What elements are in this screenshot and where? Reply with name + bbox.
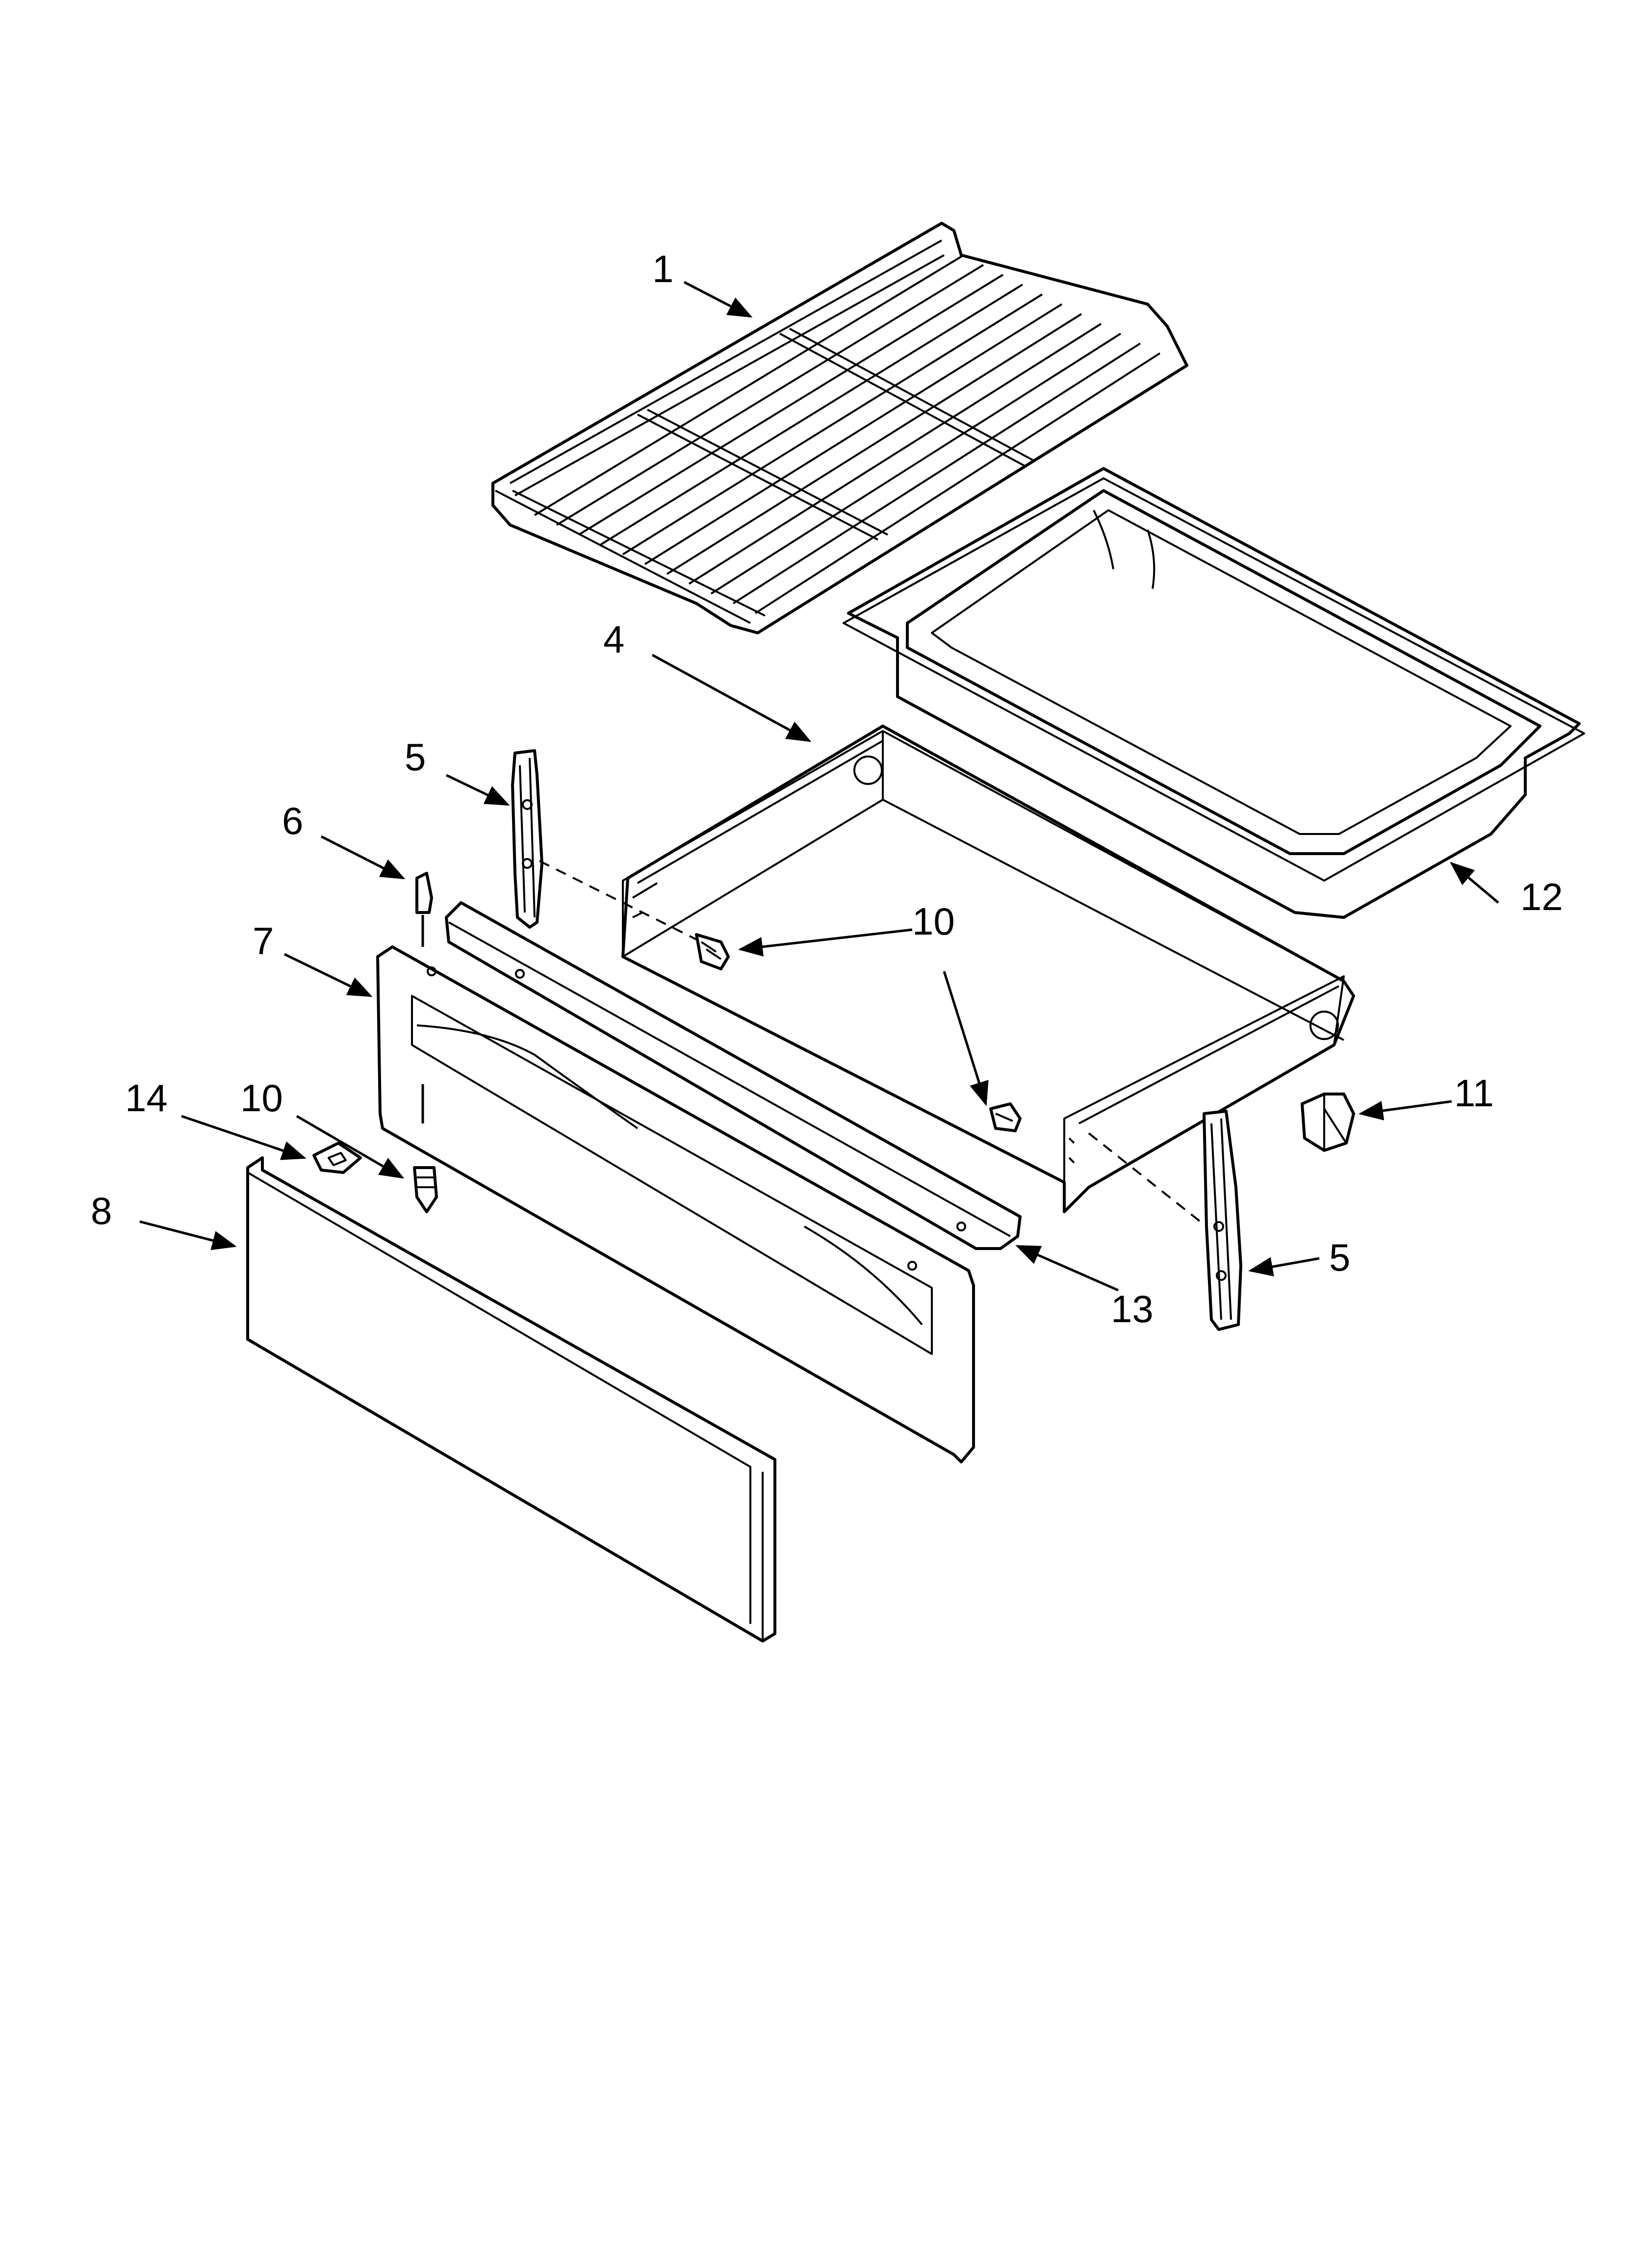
screw-middle [989,1102,1022,1132]
stop-bracket [1301,1093,1355,1152]
screw-lower [413,1084,438,1213]
drawer-panel [246,1156,776,1642]
callout-6: 6 [282,799,303,842]
rack-wires [495,254,1161,624]
broiler-pan [843,467,1585,919]
callout-11: 11 [1454,1071,1494,1115]
drawer-front [376,945,975,1463]
clip [415,872,433,947]
callout-10-lower: 10 [240,1076,283,1120]
drawer-slide-left [511,749,543,929]
callout-7: 7 [253,919,274,963]
drawer-body [621,725,1355,1213]
callout-1: 1 [652,247,673,290]
oven-rack [491,222,1188,634]
callout-13: 13 [1111,1287,1154,1330]
leader-lines [139,281,1499,1292]
callout-10-upper: 10 [912,900,955,943]
callout-12: 12 [1520,875,1563,918]
alignment-line-left [539,860,721,953]
spacer-clip [312,1142,362,1174]
callout-5-right: 5 [1329,1236,1350,1279]
alignment-line-right [1088,1132,1207,1227]
handle-trim [445,901,1022,1250]
callout-5-left: 5 [405,735,426,779]
screw-upper [695,933,730,970]
callout-8: 8 [91,1189,112,1232]
drawer-slide-right [1203,1110,1242,1331]
callout-4: 4 [603,618,624,661]
callout-14: 14 [125,1076,168,1120]
